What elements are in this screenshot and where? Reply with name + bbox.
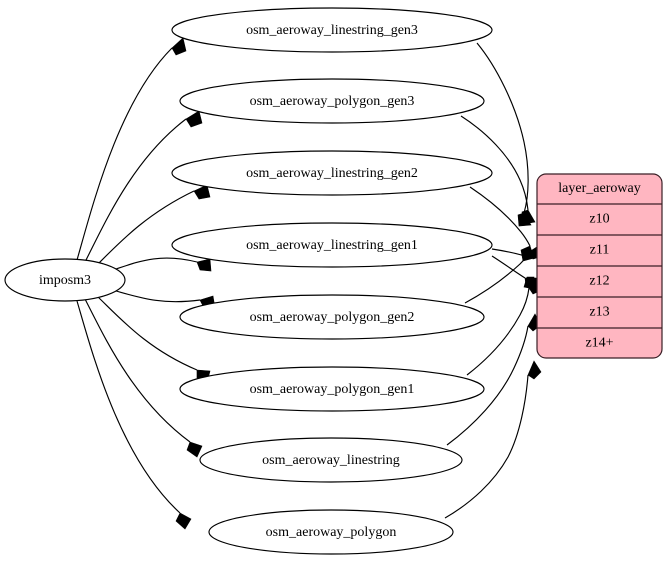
layer-row-z11[interactable]: z11 xyxy=(590,243,610,258)
node-osm_aeroway_polygon[interactable]: osm_aeroway_polygon xyxy=(208,509,454,555)
edge-imposm3-to-osm_aeroway_polygon xyxy=(76,300,192,530)
node-osm_aeroway_polygon-label: osm_aeroway_polygon xyxy=(266,525,397,540)
edge-imposm3-to-osm_aeroway_polygon_gen3 xyxy=(84,110,203,263)
layer-aeroway-header: layer_aeroway xyxy=(558,181,640,196)
layer-row-z12[interactable]: z12 xyxy=(589,274,609,289)
node-osm_aeroway_polygon_gen3[interactable]: osm_aeroway_polygon_gen3 xyxy=(179,78,485,124)
node-osm_aeroway_linestring_gen3[interactable]: osm_aeroway_linestring_gen3 xyxy=(171,7,493,53)
edge-imposm3-to-osm_aeroway_linestring xyxy=(84,298,203,458)
layer-row-z14plus[interactable]: z14+ xyxy=(585,336,613,351)
node-osm_aeroway_linestring_gen1[interactable]: osm_aeroway_linestring_gen1 xyxy=(171,222,493,268)
node-osm_aeroway_linestring_gen1-label: osm_aeroway_linestring_gen1 xyxy=(246,238,418,253)
edge-imposm3-to-osm_aeroway_linestring_gen1 xyxy=(115,257,212,272)
layer-row-z10[interactable]: z10 xyxy=(589,212,609,227)
layer-row-z13[interactable]: z13 xyxy=(589,305,609,320)
edge-imposm3-to-osm_aeroway_linestring_gen3 xyxy=(76,37,187,261)
node-imposm3-label: imposm3 xyxy=(39,273,91,288)
node-osm_aeroway_linestring_gen3-label: osm_aeroway_linestring_gen3 xyxy=(246,23,418,38)
edge-osm_aeroway_polygon-to-z14plus xyxy=(444,360,542,519)
node-osm_aeroway_polygon_gen1[interactable]: osm_aeroway_polygon_gen1 xyxy=(179,366,485,412)
node-osm_aeroway_polygon_gen2-label: osm_aeroway_polygon_gen2 xyxy=(250,310,415,325)
node-imposm3[interactable]: imposm3 xyxy=(4,258,126,302)
node-osm_aeroway_polygon_gen3-label: osm_aeroway_polygon_gen3 xyxy=(250,94,415,109)
node-osm_aeroway_linestring-label: osm_aeroway_linestring xyxy=(262,453,400,468)
edge-group-tables-to-layer xyxy=(444,42,544,519)
edge-group-source-to-tables xyxy=(76,37,216,530)
node-layer_aeroway[interactable]: layer_aeroway z10 z11 z12 z13 z14+ xyxy=(536,173,663,359)
node-osm_aeroway_polygon_gen1-label: osm_aeroway_polygon_gen1 xyxy=(250,382,415,397)
node-osm_aeroway_linestring_gen2-label: osm_aeroway_linestring_gen2 xyxy=(246,166,418,181)
node-osm_aeroway_linestring[interactable]: osm_aeroway_linestring xyxy=(199,437,463,483)
node-osm_aeroway_polygon_gen2[interactable]: osm_aeroway_polygon_gen2 xyxy=(179,294,485,340)
node-osm_aeroway_linestring_gen2[interactable]: osm_aeroway_linestring_gen2 xyxy=(171,150,493,196)
edge-imposm3-to-osm_aeroway_linestring_gen2 xyxy=(96,184,211,266)
edge-osm_aeroway_polygon_gen3-to-z10 xyxy=(460,115,536,225)
